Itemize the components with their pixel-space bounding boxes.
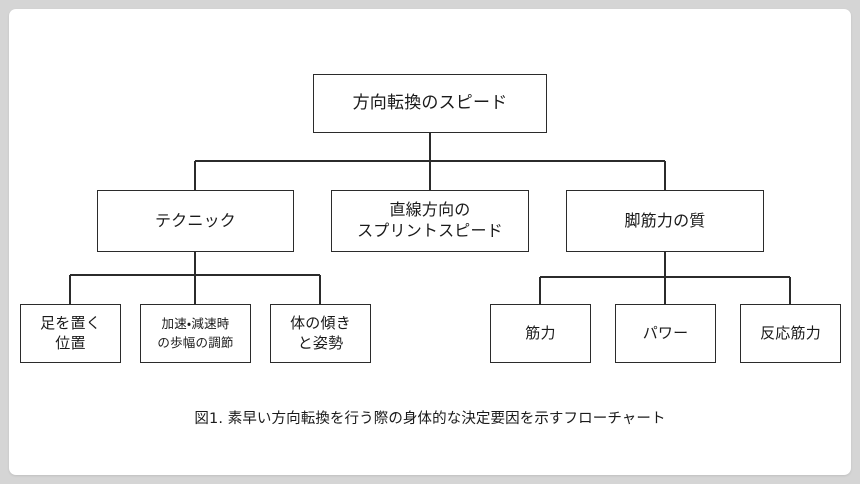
- node-technique[interactable]: テクニック: [97, 190, 294, 252]
- node-linear-sprint-speed[interactable]: 直線方向の スプリントスピード: [331, 190, 529, 252]
- figure-caption: 図1. 素早い方向転換を行う際の身体的な決定要因を示すフローチャート: [194, 411, 666, 427]
- node-leg-strength-quality[interactable]: 脚筋力の質: [566, 190, 764, 252]
- node-muscular-strength[interactable]: 筋力: [490, 304, 591, 363]
- flowchart-diagram: 方向転換のスピード テクニック 直線方向の スプリントスピード 脚筋力の質 足を…: [9, 9, 851, 475]
- node-direction-change-speed[interactable]: 方向転換のスピード: [313, 74, 547, 133]
- node-power[interactable]: パワー: [615, 304, 716, 363]
- node-stride-regulation[interactable]: 加速・減速時 の歩幅の調節: [140, 304, 251, 363]
- node-reactive-strength[interactable]: 反応筋力: [740, 304, 841, 363]
- figure-card: 方向転換のスピード テクニック 直線方向の スプリントスピード 脚筋力の質 足を…: [9, 9, 851, 475]
- node-foot-placement[interactable]: 足を置く 位置: [20, 304, 121, 363]
- node-body-lean-posture[interactable]: 体の傾き と姿勢: [270, 304, 371, 363]
